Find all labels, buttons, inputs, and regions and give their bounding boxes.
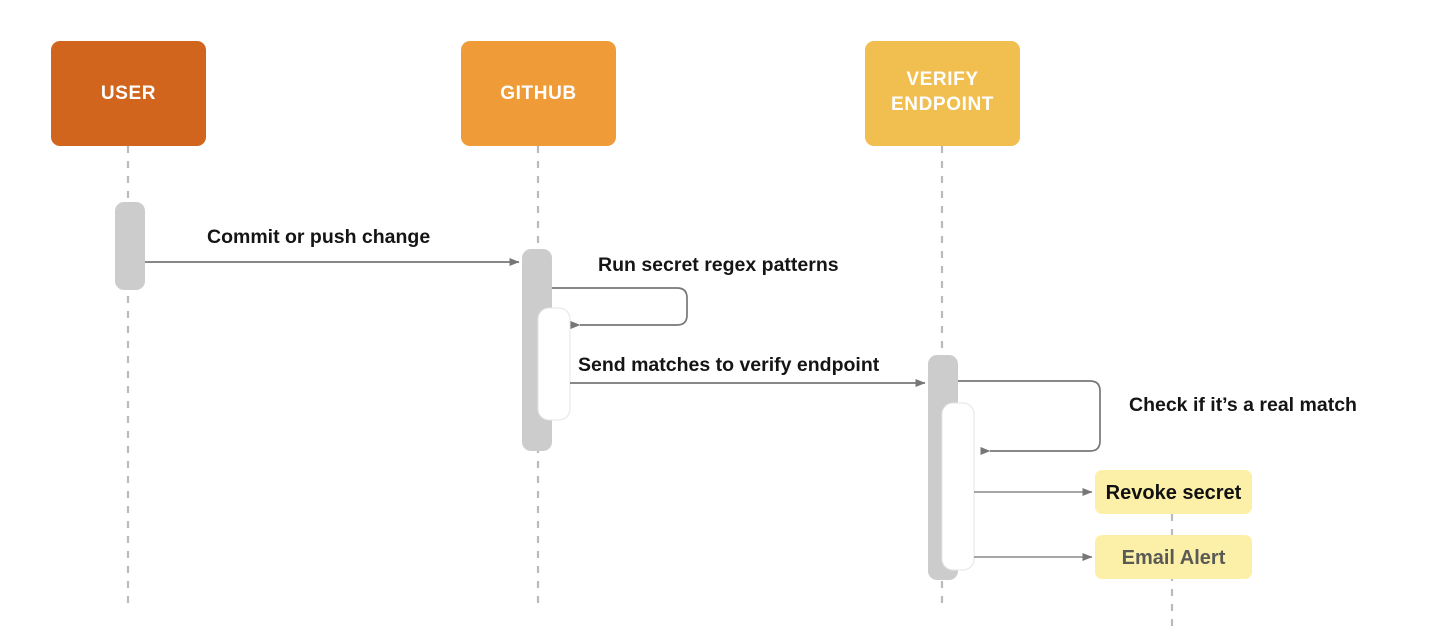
message-arrow-run-regex — [552, 287, 688, 329]
message-label-run-regex: Run secret regex patterns — [598, 254, 839, 276]
lifelines-group — [126, 146, 1174, 628]
participant-github-box — [461, 41, 616, 146]
participant-verify-endpoint[interactable]: VERIFY ENDPOINT — [865, 41, 1020, 146]
note-revoke-secret-label: Revoke secret — [1106, 482, 1242, 504]
participant-github-label: GITHUB — [500, 83, 576, 104]
participant-github[interactable]: GITHUB — [461, 41, 616, 146]
participant-verify-endpoint-label-line1: VERIFY — [906, 69, 978, 90]
message-label-send-matches: Send matches to verify endpoint — [578, 354, 880, 376]
activation-user — [115, 202, 145, 290]
participant-verify-endpoint-label-line2: ENDPOINT — [891, 94, 994, 115]
participants-group: USER GITHUB VERIFY ENDPOINT — [51, 41, 1020, 146]
participant-verify-endpoint-box — [865, 41, 1020, 146]
note-email-alert[interactable]: Email Alert — [1095, 535, 1252, 579]
notes-group: Revoke secret Email Alert — [1095, 470, 1252, 579]
message-arrow-check-match — [958, 380, 1101, 455]
message-label-check-match: Check if it’s a real match — [1129, 394, 1357, 416]
message-labels-group: Commit or push change Run secret regex p… — [207, 226, 1357, 416]
activation-verify-nested — [941, 402, 975, 571]
note-revoke-secret[interactable]: Revoke secret — [1095, 470, 1252, 514]
messages-group — [145, 258, 1101, 561]
participant-user-label: USER — [101, 83, 156, 104]
activations-group — [115, 202, 975, 580]
message-label-commit: Commit or push change — [207, 226, 430, 248]
activation-github-nested — [537, 307, 571, 421]
participant-user-box — [51, 41, 206, 146]
note-email-alert-box — [1095, 535, 1252, 579]
note-email-alert-label: Email Alert — [1122, 547, 1226, 569]
note-revoke-secret-box — [1095, 470, 1252, 514]
participant-user[interactable]: USER — [51, 41, 206, 146]
